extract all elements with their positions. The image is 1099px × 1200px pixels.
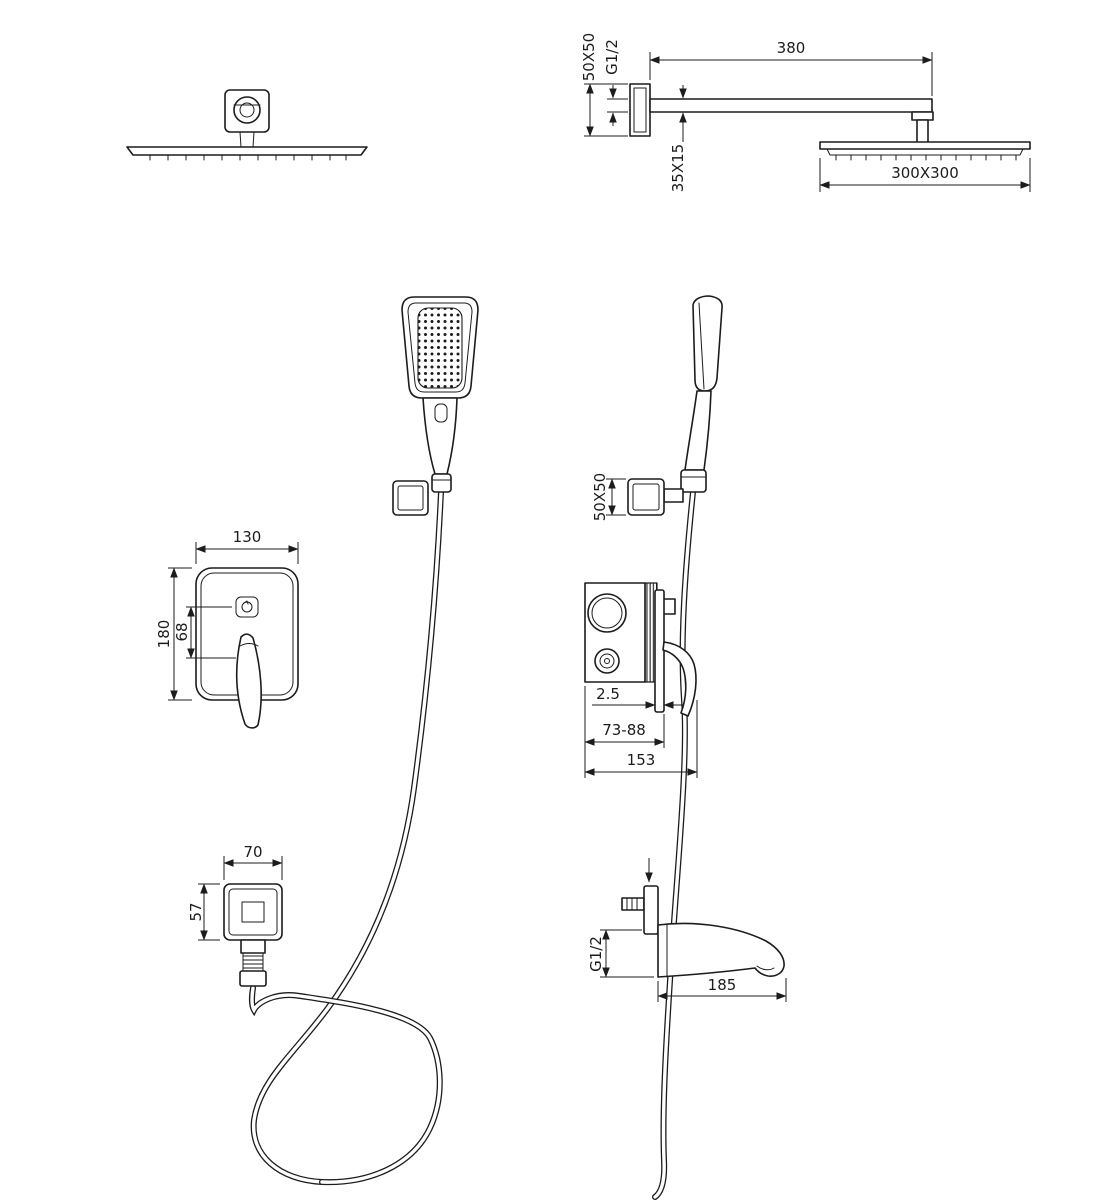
left-shower-hose — [249, 489, 444, 1186]
shower-arm-side-view — [629, 83, 1031, 161]
valve-side-view — [584, 582, 697, 717]
diverter-button — [235, 596, 259, 618]
right-shower-hose — [652, 489, 696, 1200]
trim-plate-edge — [654, 589, 665, 713]
dim-depth-range-label: 73-88 — [602, 721, 646, 739]
dim-overall-depth-label: 153 — [627, 751, 656, 769]
dim-arm-flange-label: 50X50 — [580, 33, 598, 81]
dim-plate-height-label: 180 — [155, 620, 173, 649]
tub-spout-side-view — [621, 885, 785, 978]
rain-head-nozzles — [149, 154, 347, 161]
wall-outlet-elbow — [223, 883, 283, 987]
dim-plate-width-label: 130 — [233, 528, 262, 546]
holder-dimensions: 50X50 — [591, 473, 626, 521]
hand-shower-front-view — [392, 296, 479, 516]
mixer-handle-front — [235, 633, 262, 729]
dim-holder-flange-label: 50X50 — [591, 473, 609, 521]
mixer-handle-side — [662, 641, 697, 717]
rain-head-side-nozzles — [835, 154, 1017, 161]
spray-face — [417, 307, 463, 389]
spout-aerator — [756, 965, 775, 971]
mode-button — [434, 403, 448, 423]
dim-outlet-width-label: 70 — [243, 843, 262, 861]
spout-body — [657, 922, 785, 978]
tub-spout-dimensions: G1/2 185 — [587, 858, 787, 1002]
rain-shower-front-view — [126, 89, 368, 161]
dim-arm-thread-label: G1/2 — [603, 39, 621, 75]
wall-holder-front — [392, 480, 429, 516]
dim-head-size-label: 300X300 — [891, 164, 959, 182]
dim-trim-gap-label: 2.5 — [596, 685, 620, 703]
valve-dimensions: 2.5 73-88 153 — [584, 685, 698, 778]
outlet-threads — [242, 955, 264, 969]
hand-shower-side-view — [627, 295, 723, 516]
shower-hoses — [249, 489, 696, 1200]
mixer-trim-dimensions: 130 180 68 — [155, 528, 299, 701]
dim-arm-profile-label: 35X15 — [669, 144, 687, 192]
wall-outlet-dimensions: 70 57 — [187, 843, 283, 941]
dim-spout-thread-label: G1/2 — [587, 936, 605, 972]
dim-spout-reach-label: 185 — [708, 976, 737, 994]
overhead-dimensions: 380 50X50 G1/2 35X15 300X300 — [580, 33, 1031, 192]
wall-holder-side — [627, 478, 665, 516]
dim-outlet-height-label: 57 — [187, 902, 205, 921]
dim-handle-offset-label: 68 — [173, 622, 191, 641]
dim-arm-length-label: 380 — [777, 39, 806, 57]
mixer-trim-front-view — [195, 567, 299, 729]
